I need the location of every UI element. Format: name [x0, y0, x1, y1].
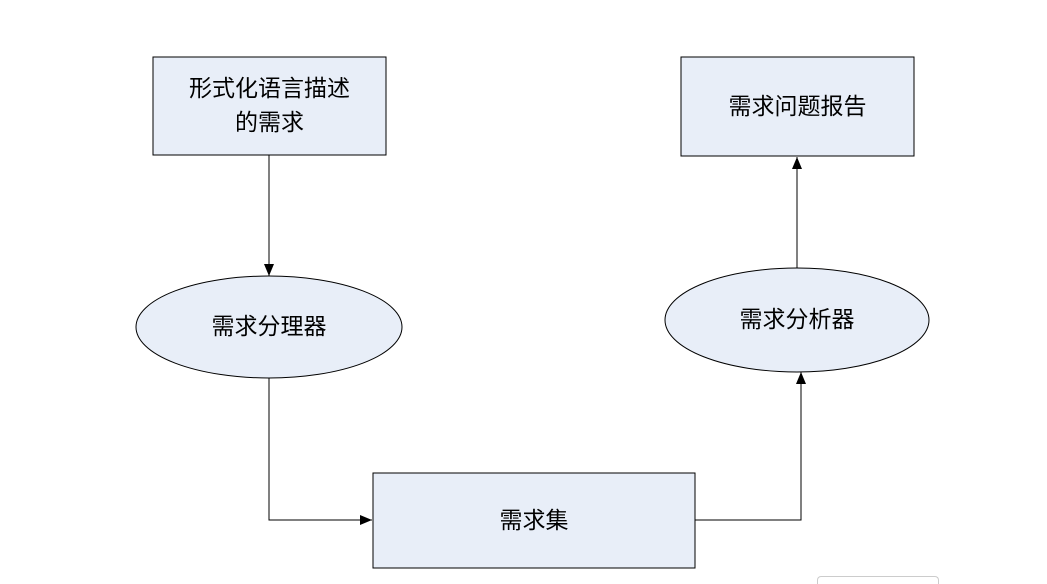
partial-box-fragment — [817, 576, 939, 584]
requirement-analyzer-ellipse — [664, 267, 930, 373]
arrow-set-to-analyzer — [695, 372, 806, 521]
problem-report-box — [680, 56, 915, 157]
arrow-classifier-to-set — [268, 378, 372, 525]
requirement-classifier-ellipse — [135, 275, 403, 379]
requirement-set-box — [372, 472, 696, 569]
formal-requirements-box — [152, 56, 387, 156]
